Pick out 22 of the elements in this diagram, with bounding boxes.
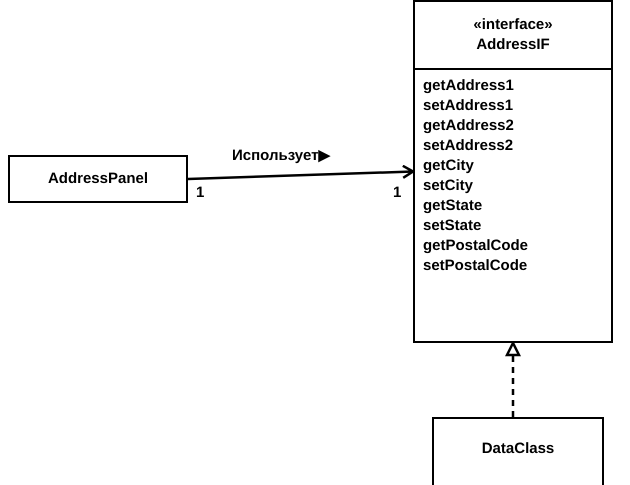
method-name: getPostalCode (423, 236, 530, 256)
method-name: setCity (423, 176, 474, 196)
method-name: setState (423, 216, 482, 236)
class-box (432, 417, 604, 485)
class-name: AddressIF (476, 35, 550, 55)
interface-class-box (413, 0, 613, 343)
method-name: getState (423, 196, 484, 216)
association-arrow (188, 164, 414, 180)
method-name: getAddress2 (423, 116, 515, 136)
edge-label: Использует▶ (232, 148, 330, 163)
multiplicity-label: 1 (196, 185, 204, 200)
class-box (8, 155, 188, 203)
class-name: DataClass (482, 439, 554, 459)
class-name: AddressPanel (48, 169, 148, 189)
realization-arrow (506, 342, 520, 417)
multiplicity-label: 1 (393, 185, 402, 200)
stereotype-text: «interface» (473, 15, 553, 35)
method-name: getCity (423, 156, 475, 176)
method-name: setAddress2 (423, 136, 514, 156)
method-name: setAddress1 (423, 96, 514, 116)
method-name: getAddress1 (423, 76, 515, 96)
method-name: setPostalCode (423, 256, 528, 276)
